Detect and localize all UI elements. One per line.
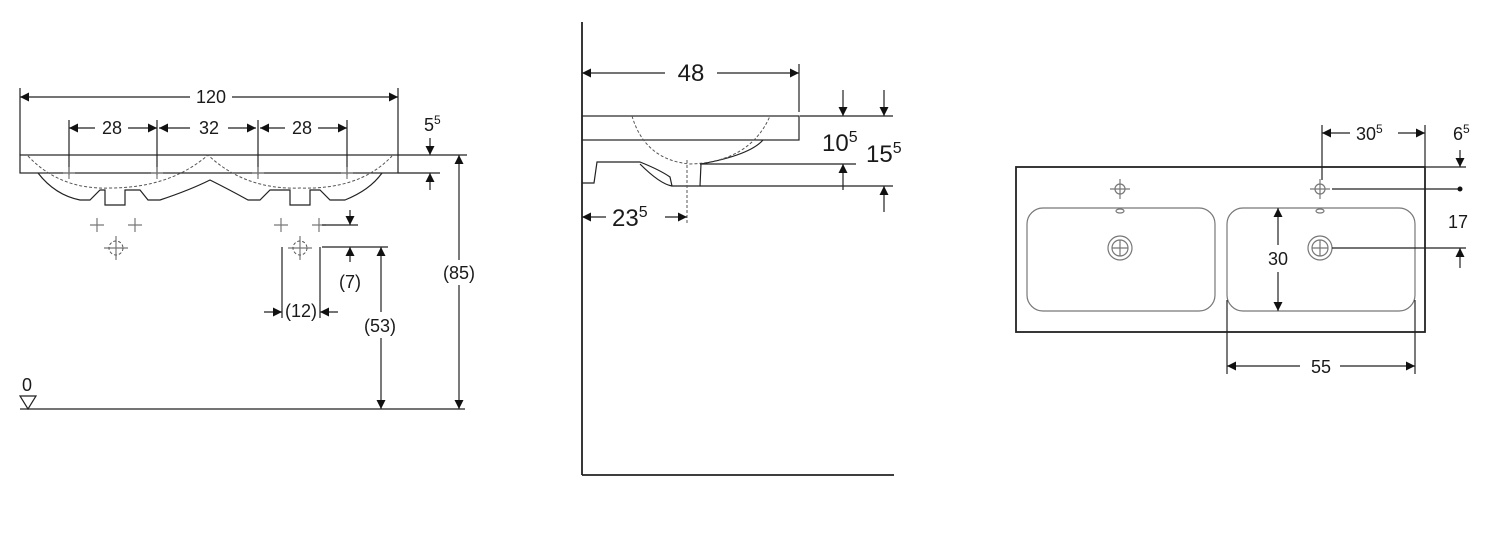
dim-bowl-depth: 30	[1268, 249, 1288, 269]
front-view: 120 28 32 28 55	[18, 87, 475, 411]
dim-slab-thickness: 55	[424, 113, 441, 135]
dim-tap-to-edge: 305	[1356, 122, 1383, 144]
dim-total-height: (85)	[443, 263, 475, 283]
dim-depth: 48	[678, 60, 705, 87]
dim-drain-offset-horizontal: (12)	[285, 301, 317, 321]
level-triangle-icon	[18, 395, 38, 411]
top-view: 305 65 17 30 55	[1015, 122, 1470, 377]
left-bowl	[1026, 207, 1216, 312]
dim-overall-width: 120	[196, 87, 226, 107]
dim-tap-spacing-middle: 32	[199, 118, 219, 138]
dim-bowl-depth: 105	[822, 129, 858, 157]
dim-tap-to-drain: 17	[1448, 212, 1468, 232]
dim-drain-offset-vertical: (7)	[339, 272, 361, 292]
basin-outline	[1015, 166, 1426, 333]
dim-tap-from-back: 65	[1453, 122, 1470, 144]
basin-slab	[19, 154, 399, 174]
dim-bowl-width: 55	[1311, 357, 1331, 377]
floor-level-label: 0	[22, 375, 32, 395]
dim-tap-spacing-right: 28	[292, 118, 312, 138]
dim-drain-height: (53)	[364, 316, 396, 336]
dim-overall-depth: 155	[866, 140, 902, 168]
basin-slab	[581, 115, 800, 141]
dim-drain-distance: 235	[612, 204, 648, 232]
dim-tap-spacing-left: 28	[102, 118, 122, 138]
right-bowl	[1226, 207, 1416, 312]
dimension-dot	[1457, 186, 1463, 192]
tap-hole-icon	[1110, 179, 1330, 214]
side-view: 48 105 155 235	[581, 22, 902, 476]
drain-icon	[1107, 235, 1333, 261]
